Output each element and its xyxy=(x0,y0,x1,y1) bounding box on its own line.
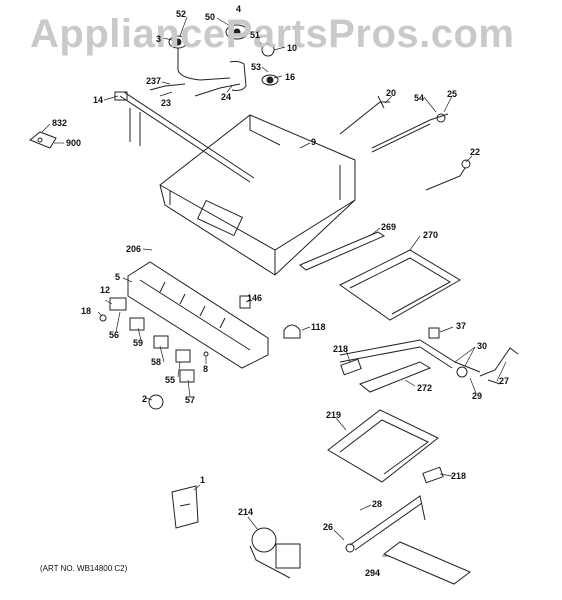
callout-57: 57 xyxy=(185,395,196,405)
ignition-module xyxy=(283,324,301,339)
valves xyxy=(99,297,209,410)
callout-18: 18 xyxy=(81,306,92,316)
callout-10: 10 xyxy=(287,43,298,53)
callout-24: 24 xyxy=(221,92,232,102)
callout-2: 2 xyxy=(142,394,148,404)
callout-55: 55 xyxy=(165,375,176,385)
callout-59: 59 xyxy=(133,338,144,348)
tray xyxy=(358,361,432,393)
watermark: AppliancePartsPros.com xyxy=(30,12,515,56)
callout-29: 29 xyxy=(472,391,483,401)
burner-tubes-right xyxy=(339,95,471,191)
callout-12: 12 xyxy=(100,285,111,295)
broil-cover xyxy=(327,409,439,483)
callout-1: 1 xyxy=(200,475,206,485)
callout-294: 294 xyxy=(365,568,381,578)
callout-146: 146 xyxy=(247,293,263,303)
tube-assembly xyxy=(339,339,519,385)
callout-23: 23 xyxy=(161,98,172,108)
callout-4: 4 xyxy=(236,4,242,14)
callout-14: 14 xyxy=(93,95,104,105)
callout-206: 206 xyxy=(126,244,142,254)
callout-218-bottom: 218 xyxy=(451,471,467,481)
callout-53: 53 xyxy=(251,62,262,72)
burner-box xyxy=(159,114,356,276)
callout-8: 8 xyxy=(203,364,209,374)
igniter-bottom xyxy=(422,466,444,484)
callout-22: 22 xyxy=(470,147,481,157)
callout-28: 28 xyxy=(372,499,383,509)
callout-20: 20 xyxy=(386,88,397,98)
callout-27: 27 xyxy=(499,376,510,386)
callout-237: 237 xyxy=(146,76,162,86)
leader-lines xyxy=(41,16,507,557)
callout-270: 270 xyxy=(423,230,439,240)
callout-5: 5 xyxy=(115,272,121,282)
callout-272: 272 xyxy=(417,383,433,393)
small-part-37 xyxy=(428,327,440,339)
callout-219: 219 xyxy=(326,410,342,420)
igniter-top xyxy=(340,358,362,376)
cover-plate xyxy=(339,249,461,321)
callout-9: 9 xyxy=(311,137,317,147)
callout-37: 37 xyxy=(456,321,467,331)
small-clip xyxy=(239,295,251,309)
callout-214: 214 xyxy=(238,507,254,517)
callout-26: 26 xyxy=(323,522,334,532)
callout-118: 118 xyxy=(311,322,326,332)
broil-tube xyxy=(345,495,426,553)
bracket-part xyxy=(29,131,57,149)
callout-30: 30 xyxy=(477,341,488,351)
callout-3: 3 xyxy=(156,34,162,44)
literature-pack xyxy=(171,485,199,529)
strip-part xyxy=(299,231,386,271)
callout-52: 52 xyxy=(176,9,187,19)
callout-54: 54 xyxy=(414,93,425,103)
callout-269: 269 xyxy=(381,222,397,232)
art-number: (ART NO. WB14800 C2) xyxy=(40,564,128,573)
regulator xyxy=(249,527,301,579)
manifold-bracket xyxy=(127,261,269,369)
callout-58: 58 xyxy=(151,357,162,367)
callout-16: 16 xyxy=(285,72,296,82)
gas-manifold xyxy=(114,91,255,183)
callout-51: 51 xyxy=(250,30,261,40)
callout-832: 832 xyxy=(52,118,68,128)
bottom-strip xyxy=(383,541,471,585)
callout-56: 56 xyxy=(109,330,120,340)
callout-900: 900 xyxy=(66,138,82,148)
callout-25: 25 xyxy=(447,89,458,99)
callout-50: 50 xyxy=(205,12,216,22)
callout-218-top: 218 xyxy=(333,344,349,354)
